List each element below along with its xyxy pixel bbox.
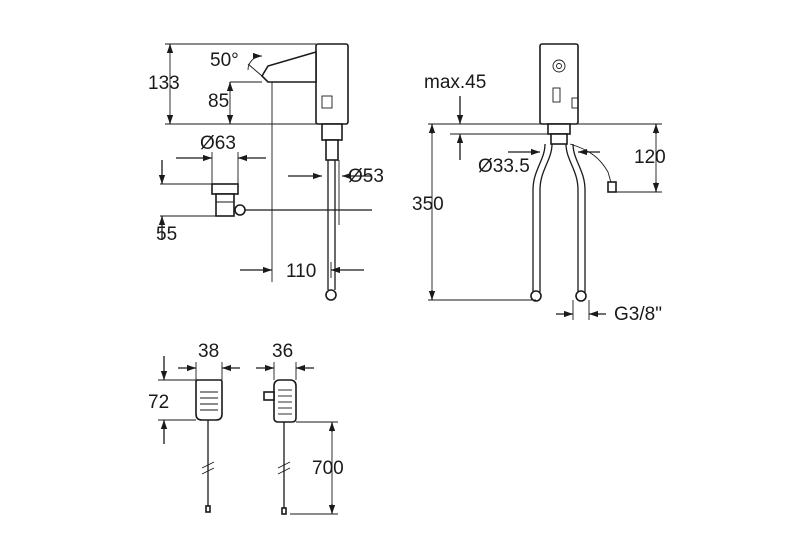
- faucet-spout: [260, 50, 317, 83]
- dim-55: 55: [156, 224, 177, 245]
- sensor-window: [321, 95, 333, 109]
- dim-d63: Ø63: [200, 133, 236, 154]
- control-box-side: [263, 379, 297, 515]
- dim-36: 36: [272, 341, 293, 362]
- front-view: max.45 Ø33.5 350 120 G3/8": [412, 43, 666, 325]
- waste-valve: [211, 183, 372, 217]
- dim-38: 38: [198, 341, 219, 362]
- dim-max45: max.45: [424, 72, 486, 93]
- dim-110: 110: [286, 261, 316, 282]
- front-faucet-body: [539, 43, 579, 125]
- sensor-eye: [552, 59, 566, 73]
- faucet-body: [315, 43, 349, 125]
- dim-133: 133: [148, 73, 180, 94]
- mounting-shank: [321, 123, 343, 141]
- sensor-modules: 38 36 72 700: [148, 341, 344, 515]
- dim-72: 72: [148, 392, 169, 413]
- dim-angle-50: 50°: [210, 50, 239, 71]
- side-view: 133 85 50° Ø63 55 Ø53 110: [148, 43, 384, 301]
- control-box-front: [195, 379, 223, 513]
- dim-350: 350: [412, 194, 444, 215]
- dim-d53: Ø53: [348, 166, 384, 187]
- dim-120: 120: [634, 147, 666, 168]
- dim-700: 700: [312, 458, 344, 479]
- dim-85: 85: [208, 91, 229, 112]
- dim-d33-5: Ø33.5: [478, 156, 530, 177]
- dim-g3-8: G3/8": [614, 304, 662, 325]
